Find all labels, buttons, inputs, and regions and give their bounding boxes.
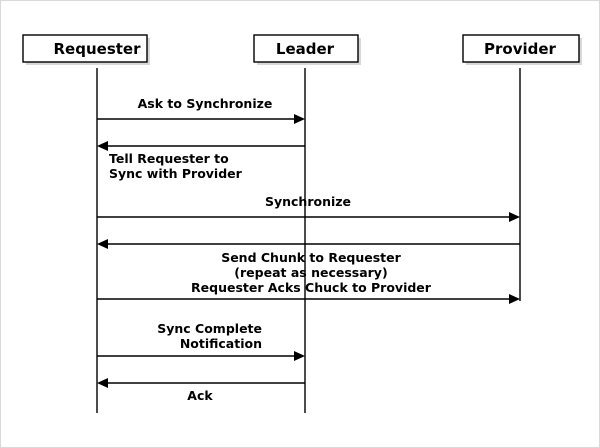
message-arrowhead — [294, 114, 305, 124]
participant-box[interactable] — [462, 34, 580, 63]
message-label-line: Sync with Provider — [109, 166, 243, 181]
message-label: Ack — [187, 388, 213, 403]
message-label-line: Requester Acks Chuck to Provider — [191, 280, 432, 295]
message-label-line: Notification — [180, 336, 262, 351]
message-1-requester-to-leader: Ask to Synchronize — [97, 96, 305, 124]
message-label-line: Synchronize — [265, 194, 351, 209]
participants-layer: Requester Leader Provider — [22, 34, 582, 65]
participant-requester[interactable]: Requester — [22, 34, 150, 65]
message-label-line: Ack — [187, 388, 213, 403]
message-label-line: Ask to Synchronize — [138, 96, 273, 111]
message-arrowhead — [97, 378, 108, 388]
message-7-leader-to-requester: Ack — [97, 378, 305, 403]
participant-leader[interactable]: Leader — [253, 34, 361, 65]
participant-label-provider: Provider — [484, 40, 557, 58]
message-5-requester-to-provider — [97, 294, 520, 304]
message-3-requester-to-provider: Synchronize — [97, 194, 520, 222]
message-arrowhead — [97, 239, 108, 249]
message-label: Synchronize — [265, 194, 351, 209]
message-label-line: Tell Requester to — [109, 151, 229, 166]
message-label: Send Chunk to Requester(repeat as necess… — [191, 250, 432, 295]
participant-provider[interactable]: Provider — [462, 34, 582, 65]
message-arrowhead — [294, 351, 305, 361]
message-arrowhead — [97, 141, 108, 151]
message-label-line: Sync Complete — [157, 321, 262, 336]
participant-box[interactable] — [253, 34, 359, 63]
message-label-line: (repeat as necessary) — [234, 265, 387, 280]
message-4-provider-to-requester: Send Chunk to Requester(repeat as necess… — [97, 239, 520, 295]
message-arrowhead — [509, 212, 520, 222]
message-label-line: Send Chunk to Requester — [221, 250, 401, 265]
participant-label-requester: Requester — [54, 40, 142, 58]
participant-box[interactable] — [22, 34, 148, 63]
participant-label-leader: Leader — [276, 40, 335, 58]
message-label: Ask to Synchronize — [138, 96, 273, 111]
message-arrowhead — [509, 294, 520, 304]
